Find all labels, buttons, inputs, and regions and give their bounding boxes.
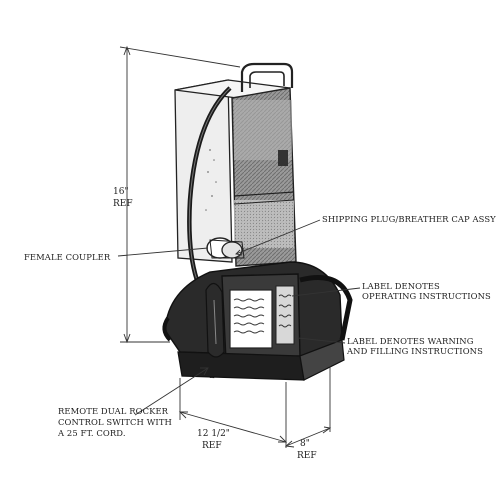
width-depth-dimensions	[178, 366, 332, 448]
height-dimension	[119, 45, 241, 344]
instruction-label-lines	[233, 294, 292, 334]
label-warning-line2: AND FILLING INSTRUCTIONS	[346, 346, 483, 356]
leader-lines	[117, 219, 361, 416]
height-ref: REF	[113, 199, 133, 209]
label-remote-line3: A 25 FT. CORD.	[57, 428, 126, 438]
label-remote-line1: REMOTE DUAL ROCKER	[58, 406, 169, 416]
width-ref: REF	[202, 441, 222, 451]
carry-handle	[240, 62, 294, 92]
label-female-coupler: FEMALE COUPLER	[24, 252, 111, 262]
width-value: 12 1/2"	[197, 429, 230, 439]
depth-value: 8"	[300, 439, 310, 449]
label-operating-line2: OPERATING INSTRUCTIONS	[362, 291, 491, 301]
reservoir-tank	[174, 62, 297, 267]
label-operating-line1: LABEL DENOTES	[362, 281, 440, 291]
label-warning-line1: LABEL DENOTES WARNING	[347, 336, 474, 346]
remote-switch	[205, 282, 225, 358]
pump-base	[162, 261, 353, 381]
label-shipping-plug: SHIPPING PLUG/BREATHER CAP ASSY	[322, 214, 496, 224]
depth-ref: REF	[297, 451, 317, 461]
height-value: 16"	[113, 187, 129, 197]
label-remote-line2: CONTROL SWITCH WITH	[58, 417, 172, 427]
